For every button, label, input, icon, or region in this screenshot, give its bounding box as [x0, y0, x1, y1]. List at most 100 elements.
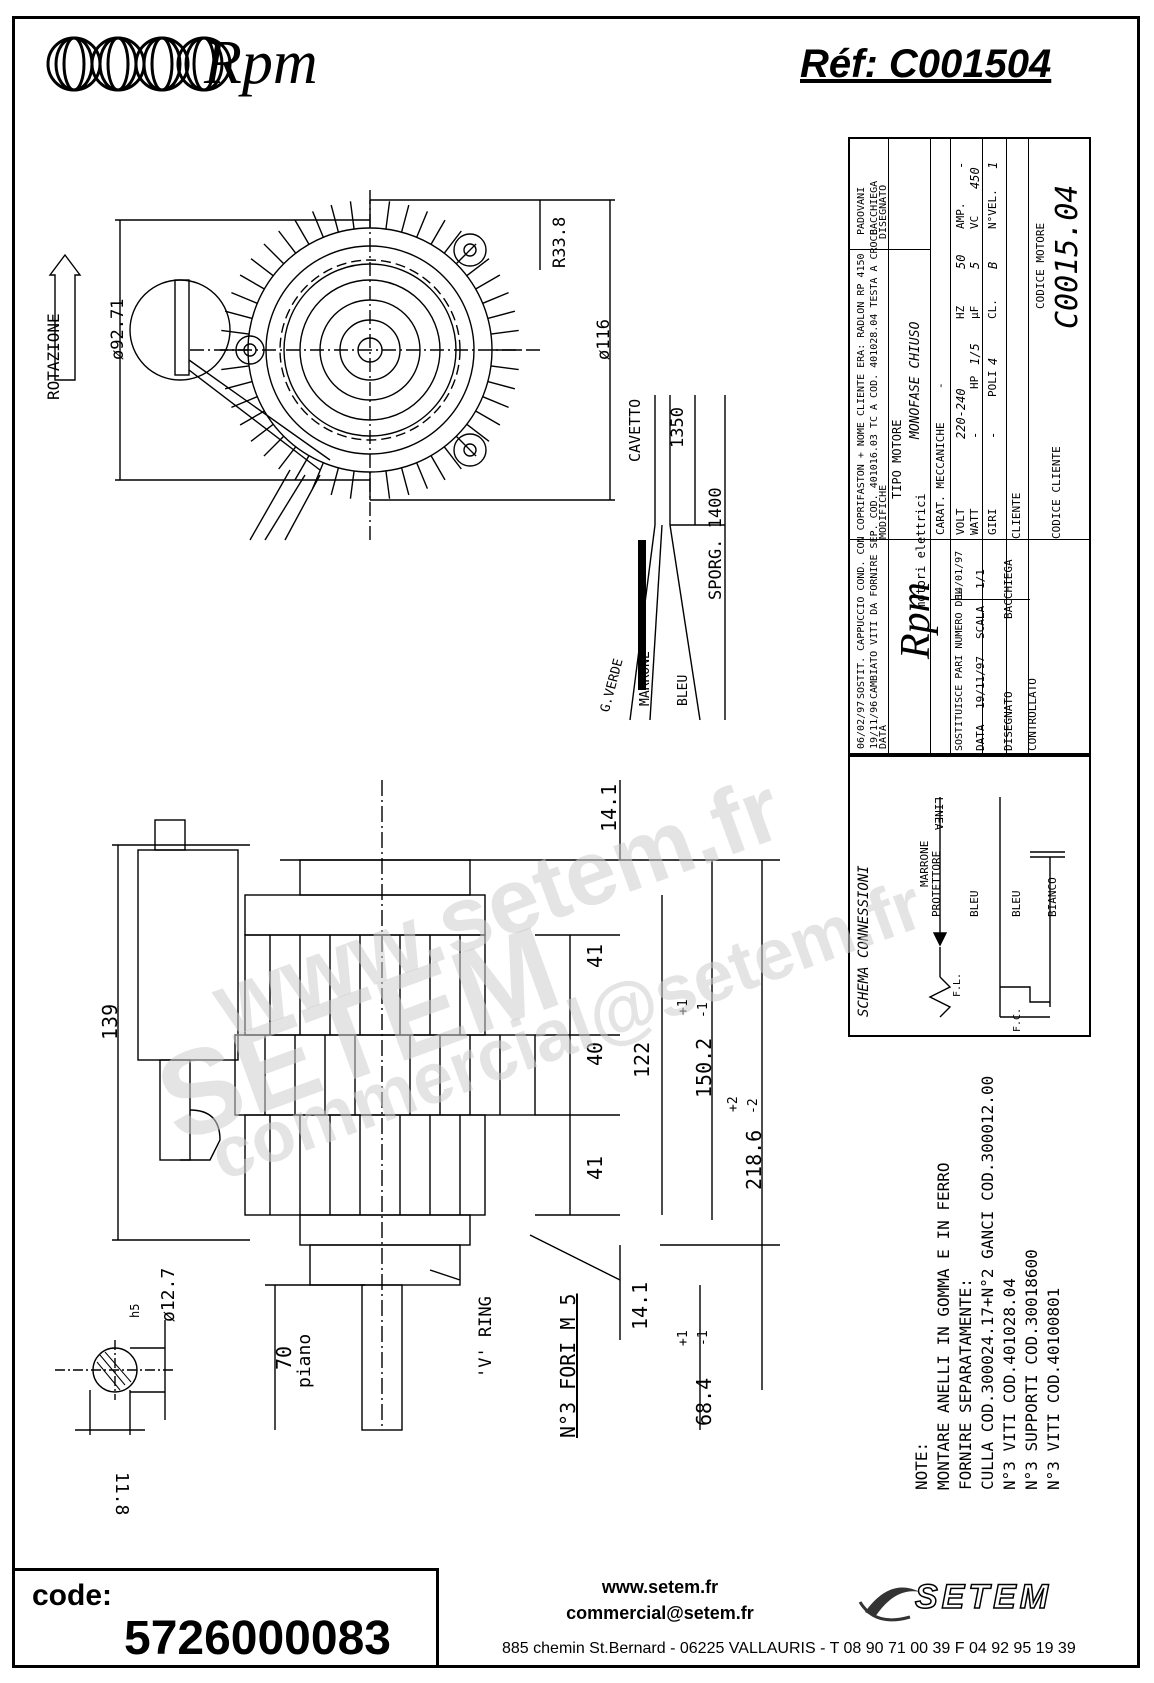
- data-label: DATA: [974, 724, 987, 752]
- cooling-fin: [487, 310, 516, 320]
- notes-line: FORNIRE SEPARATAMENTE:: [956, 1278, 975, 1490]
- controllato-label: CONTROLLATO: [1026, 678, 1039, 751]
- rotation-label: ROTAZIONE: [44, 313, 63, 400]
- cooling-fin: [466, 423, 490, 442]
- drawing-frame: [12, 16, 1140, 1668]
- sostituisce-date: 14/01/97: [954, 550, 965, 599]
- footer-website[interactable]: www.setem.fr: [601, 1577, 719, 1597]
- dim-mount-diameter: ø92.71: [108, 298, 128, 360]
- carat-mecc: -: [934, 382, 947, 389]
- schema-bleu-1: BLEU: [968, 890, 981, 918]
- dim-shaft-diameter: ø12.7: [158, 1267, 179, 1322]
- amp-label: AMP.: [954, 202, 967, 230]
- tol-218-plus: +2: [726, 1096, 741, 1112]
- poli: 4: [986, 357, 1000, 365]
- hz-label: HZ: [954, 305, 967, 319]
- rev-2-date: 06/02/97: [856, 700, 867, 749]
- code-value: 5726000083: [124, 1612, 391, 1665]
- schema-fc: F.C.: [1012, 1007, 1023, 1032]
- poli-label: POLI: [986, 370, 999, 398]
- cooling-fin: [349, 201, 355, 230]
- notes-title: NOTE:: [912, 1441, 931, 1490]
- setem-logo-text: SETEM: [914, 1577, 1053, 1617]
- volt-label: VOLT: [954, 508, 967, 536]
- cooling-fin: [294, 219, 310, 245]
- footer-email[interactable]: commercial@setem.fr: [566, 1603, 754, 1623]
- tol-68-minus: -1: [696, 1330, 711, 1346]
- watt: -: [968, 431, 982, 439]
- setem-swoosh-icon: [858, 1587, 920, 1622]
- notes-line: MONTARE ANELLI IN GOMMA E IN FERRO: [934, 1162, 953, 1490]
- motor-top-view: [48, 190, 615, 541]
- notes-line: N°3 VITI COD.401028.04: [1000, 1278, 1019, 1490]
- scala-label: SCALA: [974, 605, 987, 639]
- code-label: code:: [32, 1579, 113, 1612]
- cooling-fin: [416, 211, 429, 238]
- cooling-fin: [263, 243, 285, 265]
- rev-1-text: CAMBIATO VITI DA FORNIRE SEP. COD. 40101…: [869, 229, 880, 699]
- cooling-fin: [239, 274, 265, 290]
- rev-2-by: PADOVANI: [856, 186, 867, 235]
- wire-brown-label: MARRONE: [638, 651, 653, 706]
- cooling-fin: [400, 467, 410, 496]
- cooling-fin: [475, 274, 501, 290]
- cooling-fin: [490, 329, 519, 335]
- cooling-fin: [482, 291, 509, 304]
- schema-protettore: PROTETTORE: [930, 850, 943, 917]
- cooling-fin: [311, 211, 324, 238]
- tipo-motore: MONOFASE CHIUSO: [908, 321, 923, 439]
- schema-linea: LINEA: [932, 797, 945, 831]
- dim-outer-diameter: ø116: [594, 319, 614, 360]
- codice-motore-label: CODICE MOTORE: [1034, 222, 1047, 309]
- carat-mecc-label: CARAT. MECCANICHE: [934, 422, 947, 535]
- watt-label: WATT: [968, 508, 981, 536]
- cable-drawing: [629, 395, 726, 721]
- volt: 220-240: [954, 388, 968, 439]
- coil-logo-icon: [46, 36, 232, 92]
- schema-bleu-2: BLEU: [1010, 890, 1023, 918]
- cooling-fin: [224, 310, 253, 320]
- tol-218-minus: -2: [746, 1098, 761, 1114]
- vc-label: VC: [968, 215, 981, 229]
- cooling-fin: [466, 258, 490, 277]
- dim-150-2: 150.2: [692, 1037, 716, 1098]
- cooling-fin: [250, 258, 274, 277]
- cooling-fin: [430, 455, 446, 481]
- col-disegnato: DISEGNATO: [878, 184, 889, 239]
- rev-2-text: SOSTIT. CAPPUCCIO COND. CON COPRIFASTON …: [856, 253, 867, 699]
- title-brand-sub: motori elettrici: [914, 493, 928, 609]
- wiring-schema: SCHEMA CONNESSIONI LINEA MARRONE PROTETT…: [848, 755, 1091, 1037]
- notes-line: N°3 VITI COD.40100801: [1044, 1287, 1063, 1490]
- dim-70: 70: [272, 1345, 296, 1370]
- code-box: code: 5726000083: [14, 1568, 439, 1666]
- cooling-fin: [400, 204, 410, 233]
- codice-cliente-label: CODICE CLIENTE: [1050, 446, 1063, 539]
- cooling-fin: [221, 365, 250, 371]
- cooling-fin: [221, 329, 250, 335]
- notes-line: CULLA COD.300024.17+N°2 GANCI COD.300012…: [978, 1075, 997, 1490]
- dim-shaft-flat: 11.8: [111, 1472, 132, 1516]
- hp-label: HP: [968, 375, 981, 389]
- dim-14-1-bottom: 14.1: [628, 1281, 652, 1330]
- uf: 5: [968, 261, 982, 269]
- cooling-fin: [278, 446, 297, 470]
- uf-label: µF: [968, 305, 981, 319]
- dim-cable-1350: 1350: [668, 407, 688, 448]
- giri-label: GIRI: [986, 508, 999, 536]
- cooling-fin: [231, 291, 258, 304]
- cliente-label: CLIENTE: [1010, 492, 1023, 539]
- col-modifiche: MODIFICHE: [878, 484, 889, 539]
- cooling-fin: [385, 470, 391, 499]
- wire-blue-label: BLEU: [676, 674, 691, 706]
- rotation-arrow-icon: [48, 253, 82, 381]
- cooling-fin: [482, 396, 509, 409]
- notes-line: N°3 SUPPORTI COD.30018600: [1022, 1249, 1041, 1490]
- codice-motore: C0015.04: [1050, 184, 1085, 330]
- brand-logo: Rpm: [44, 30, 384, 100]
- cooling-fin: [250, 423, 274, 442]
- dim-cable-1400: SPORG. 1400: [706, 487, 726, 600]
- fori-label: N°3 FORI M 5: [556, 1293, 580, 1439]
- hp: 1/5: [968, 343, 982, 365]
- sostituisce-label: SOSTITUISCE PARI NUMERO DEL: [954, 588, 965, 751]
- cooling-fin: [224, 380, 253, 390]
